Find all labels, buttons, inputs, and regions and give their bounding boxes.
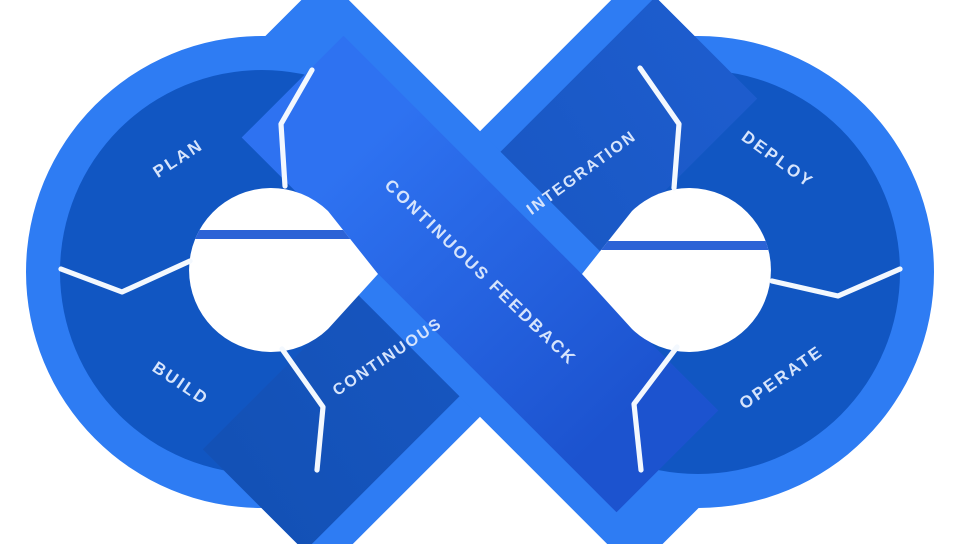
left-hole-strip (189, 230, 378, 239)
right-loop-hole (582, 188, 771, 352)
divider-deploy-operate (769, 266, 903, 299)
divider-plan-build (58, 258, 193, 295)
continuous-feedback-band (241, 35, 719, 513)
segment-dividers (58, 65, 903, 473)
divider-plan-feedback (278, 67, 315, 189)
divider-integration-deploy (637, 65, 682, 191)
right-hole-strip (582, 241, 771, 250)
divider-build-continuous (279, 346, 326, 473)
divider-operate-feedback (631, 344, 680, 473)
loop-holes (189, 187, 771, 352)
left-loop-hole (189, 187, 378, 352)
